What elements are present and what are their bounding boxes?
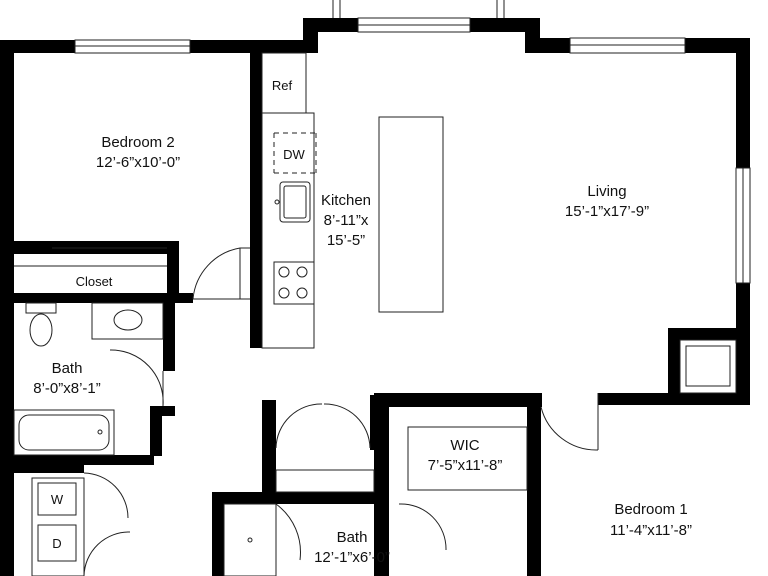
burner-1 — [278, 266, 290, 278]
dims-living: 15’-1”x17’-9” — [565, 203, 649, 220]
burner-3 — [278, 287, 290, 299]
wall-right-upper — [736, 38, 750, 168]
label-bedroom1: Bedroom 1 — [614, 501, 687, 518]
label-kitchen: Kitchen — [321, 192, 371, 209]
washer-box — [37, 482, 77, 516]
wall-center-right — [374, 395, 389, 576]
wic-interior — [407, 426, 528, 491]
door-laundry-b — [83, 531, 131, 576]
wall-bathL-diag2 — [150, 406, 175, 416]
dims-kitchen-line2: 15’-5” — [327, 232, 365, 249]
wall-left — [0, 40, 14, 576]
wall-bathL-bottom — [14, 455, 154, 465]
wall-kitchen-stub — [250, 293, 262, 348]
label-wic: WIC — [450, 437, 479, 454]
shower-drain — [247, 537, 253, 543]
wall-top-right-b — [685, 38, 750, 53]
dims-bedroom1: 11’-4”x11’-8” — [610, 522, 692, 539]
wall-bathL-right — [163, 303, 175, 371]
wall-bath-center-left — [212, 492, 224, 576]
wall-hall-left — [262, 448, 276, 492]
tub-drain — [97, 429, 103, 435]
toilet-tank — [25, 302, 57, 314]
wall-bed2-right — [250, 53, 262, 303]
door-bedroom1 — [540, 406, 599, 451]
wall-bed1-top — [598, 393, 750, 405]
dims-bath-center: 12’-1”x6’-0” — [314, 549, 390, 566]
label-bath-center: Bath — [337, 529, 368, 546]
dryer-box — [37, 524, 77, 562]
windows — [74, 0, 751, 284]
wall-wic-right — [527, 393, 541, 576]
shower — [223, 503, 277, 576]
kitchen-sink — [279, 181, 311, 223]
kitchen-island — [378, 116, 444, 313]
label-bedroom2: Bedroom 2 — [101, 134, 174, 151]
wall-top-mid — [190, 40, 318, 53]
wall-top-right-a — [525, 38, 570, 53]
doors — [83, 247, 599, 576]
exterior-walls — [0, 18, 750, 576]
burner-2 — [296, 266, 308, 278]
wall-bathL-diag — [150, 406, 162, 456]
bathtub — [13, 409, 115, 456]
bathtub-inner — [18, 414, 110, 451]
wall-wic-top — [374, 393, 542, 407]
label-living: Living — [587, 183, 626, 200]
label-closet: Closet — [76, 274, 113, 289]
label-dryer: D — [52, 536, 61, 551]
door-laundry-a — [83, 472, 129, 519]
wall-closet-bottom — [14, 293, 179, 303]
sink-faucet — [274, 199, 280, 205]
stove — [273, 261, 315, 305]
wall-top-upper-right — [470, 18, 540, 32]
door-bath-center — [275, 503, 301, 561]
laundry-area — [31, 477, 85, 576]
door-hall-closet-b — [323, 403, 371, 449]
wall-alcove-left — [668, 328, 680, 393]
label-refrigerator: Ref — [272, 78, 293, 93]
door-bedroom2 — [192, 247, 250, 300]
label-washer: W — [51, 492, 64, 507]
dims-bath-left: 8’-0”x8’-1” — [33, 380, 101, 397]
door-bathL — [109, 349, 164, 407]
fixtures — [25, 181, 315, 543]
hall-closet — [275, 469, 375, 493]
door-wic — [398, 503, 447, 551]
wall-top-left — [0, 40, 75, 53]
labels: Bedroom 2 12’-6”x10’-0” Kitchen 8’-11”x … — [33, 78, 692, 566]
wall-bath-center-top — [212, 492, 377, 504]
dims-wic: 7’-5”x11’-8” — [428, 457, 503, 474]
wall-top-upper-left — [303, 18, 358, 32]
bathL-counter — [91, 302, 164, 340]
fridge-box — [261, 52, 307, 114]
wall-alcove-top — [668, 328, 748, 340]
fireplace-box — [679, 339, 737, 394]
wall-hall-stub-a — [262, 400, 276, 450]
wall-closet-right — [167, 241, 179, 303]
label-bath-left: Bath — [52, 360, 83, 377]
dims-bedroom2: 12’-6”x10’-0” — [96, 154, 180, 171]
dims-kitchen-line1: 8’-11”x — [324, 212, 369, 229]
bathL-sink — [113, 309, 143, 331]
wall-laundry-top — [14, 465, 84, 473]
label-dishwasher: DW — [283, 147, 305, 162]
wall-bed2-door-stub — [179, 293, 193, 303]
fireplace-inner — [685, 345, 731, 387]
thin-lines — [13, 52, 737, 576]
burner-4 — [296, 287, 308, 299]
toilet-bowl — [29, 313, 53, 347]
interior-walls — [14, 53, 750, 576]
door-hall-closet-a — [275, 403, 323, 449]
kitchen-sink-inner — [283, 185, 307, 219]
